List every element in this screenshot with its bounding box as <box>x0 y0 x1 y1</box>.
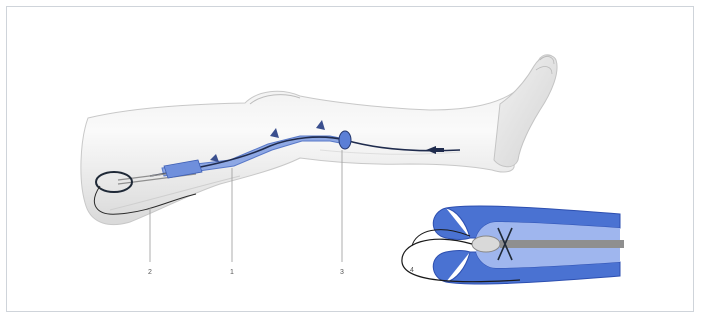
label-2: 1 <box>230 269 234 276</box>
inset-label: 4 <box>410 267 414 274</box>
label-1: 2 <box>148 269 152 276</box>
label-3: 3 <box>340 269 344 276</box>
inset-cross-section <box>402 206 624 284</box>
